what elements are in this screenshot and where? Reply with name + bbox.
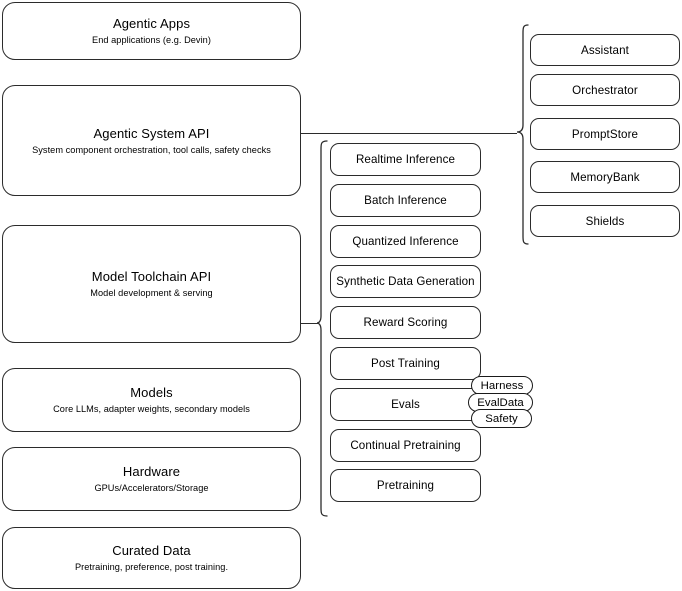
layer-subtitle: End applications (e.g. Devin)	[92, 35, 211, 45]
evals-badge-label: Safety	[485, 412, 518, 425]
layer-subtitle: Pretraining, preference, post training.	[74, 562, 229, 572]
capability-label: Evals	[391, 398, 420, 411]
capability-box-continual-pretraining[interactable]: Continual Pretraining	[330, 429, 481, 462]
component-label: PromptStore	[571, 127, 639, 141]
capability-label: Post Training	[371, 357, 440, 370]
component-box-promptstore[interactable]: PromptStore	[530, 118, 680, 150]
evals-badge-safety[interactable]: Safety	[471, 409, 532, 428]
component-box-orchestrator[interactable]: Orchestrator	[530, 74, 680, 106]
capability-box-evals[interactable]: Evals	[330, 388, 481, 421]
capability-label: Realtime Inference	[355, 153, 456, 166]
layer-box-hardware[interactable]: Hardware GPUs/Accelerators/Storage	[2, 447, 301, 511]
layer-title: Agentic Apps	[112, 16, 191, 31]
evals-badge-label: Harness	[480, 379, 524, 392]
component-label: Shields	[585, 214, 625, 228]
capability-box-batch-inference[interactable]: Batch Inference	[330, 184, 481, 217]
layer-subtitle: System component orchestration, tool cal…	[32, 144, 271, 155]
layer-subtitle: Core LLMs, adapter weights, secondary mo…	[53, 404, 250, 414]
layer-title: Model Toolchain API	[91, 269, 212, 284]
capability-label: Batch Inference	[364, 194, 447, 207]
layer-title: Hardware	[122, 464, 181, 479]
layer-subtitle: Model development & serving	[90, 288, 213, 298]
layer-title: Models	[130, 385, 173, 400]
layer-title: Agentic System API	[93, 125, 210, 141]
component-box-memorybank[interactable]: MemoryBank	[530, 161, 680, 193]
right-column-brace	[516, 24, 529, 245]
layer-title: Curated Data	[112, 543, 191, 558]
layer-box-agentic-system-api[interactable]: Agentic System API System component orch…	[2, 85, 301, 196]
capability-label: Pretraining	[376, 479, 435, 492]
layer-subtitle: GPUs/Accelerators/Storage	[94, 483, 209, 493]
layer-box-curated-data[interactable]: Curated Data Pretraining, preference, po…	[2, 527, 301, 589]
connector-line-agentic-system-api	[301, 132, 517, 134]
component-box-shields[interactable]: Shields	[530, 205, 680, 237]
evals-badge-evaldata[interactable]: EvalData	[468, 393, 533, 412]
capability-box-pretraining[interactable]: Pretraining	[330, 469, 481, 502]
capability-box-synthetic-data-generation[interactable]: Synthetic Data Generation	[330, 265, 481, 298]
capability-label: Reward Scoring	[363, 316, 448, 329]
capability-box-quantized-inference[interactable]: Quantized Inference	[330, 225, 481, 258]
evals-badge-harness[interactable]: Harness	[471, 376, 533, 395]
component-label: MemoryBank	[570, 170, 640, 184]
capability-label: Continual Pretraining	[350, 439, 461, 452]
component-label: Assistant	[581, 43, 629, 57]
component-label: Orchestrator	[572, 83, 638, 97]
layer-box-model-toolchain-api[interactable]: Model Toolchain API Model development & …	[2, 225, 301, 343]
capability-label: Synthetic Data Generation	[336, 275, 475, 288]
evals-badge-label: EvalData	[477, 396, 524, 409]
connector-line-model-toolchain-api	[301, 322, 319, 324]
layer-box-models[interactable]: Models Core LLMs, adapter weights, secon…	[2, 368, 301, 432]
capability-box-post-training[interactable]: Post Training	[330, 347, 481, 380]
component-box-assistant[interactable]: Assistant	[530, 34, 680, 66]
capability-label: Quantized Inference	[352, 235, 459, 248]
capability-box-realtime-inference[interactable]: Realtime Inference	[330, 143, 481, 176]
layer-box-agentic-apps[interactable]: Agentic Apps End applications (e.g. Devi…	[2, 2, 301, 60]
middle-column-brace	[316, 140, 328, 517]
capability-box-reward-scoring[interactable]: Reward Scoring	[330, 306, 481, 339]
